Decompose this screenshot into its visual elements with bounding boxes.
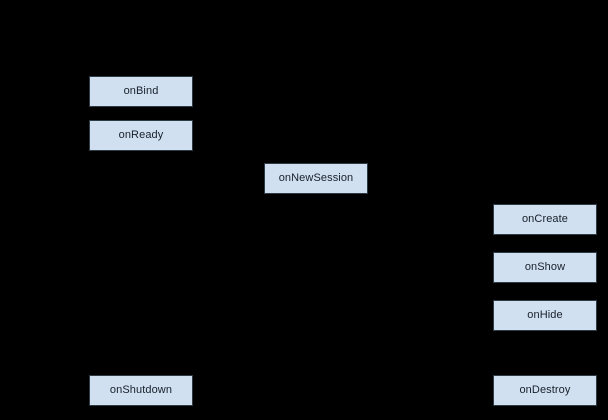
node-label: onBind [123, 85, 159, 97]
node-on-destroy[interactable]: onDestroy [493, 375, 597, 406]
node-on-bind[interactable]: onBind [89, 76, 193, 107]
node-label: onShutdown [109, 384, 173, 396]
node-on-new-session[interactable]: onNewSession [264, 163, 368, 194]
node-on-hide[interactable]: onHide [493, 300, 597, 331]
node-label: onShow [524, 261, 566, 273]
node-label: onHide [527, 309, 563, 321]
node-on-shutdown[interactable]: onShutdown [89, 375, 193, 406]
node-label: onReady [118, 129, 164, 141]
node-on-ready[interactable]: onReady [89, 120, 193, 151]
node-on-show[interactable]: onShow [493, 252, 597, 283]
node-on-create[interactable]: onCreate [493, 204, 597, 235]
node-label: onCreate [521, 213, 569, 225]
node-label: onNewSession [278, 172, 354, 184]
node-label: onDestroy [519, 384, 571, 396]
